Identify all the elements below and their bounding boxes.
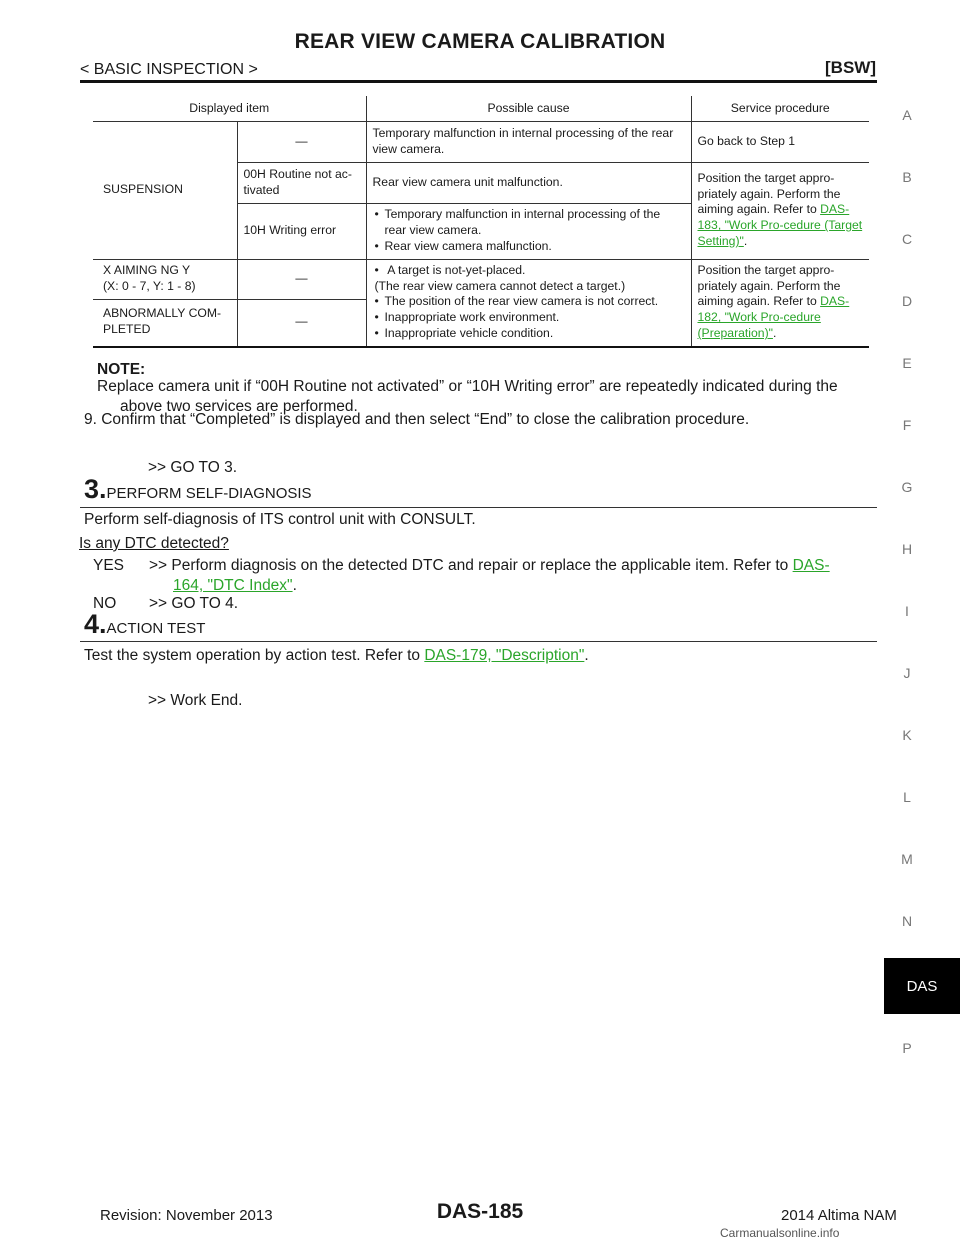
table-row: 00H Routine not ac-tivated Rear view cam… [93, 162, 869, 260]
table-cell-procedure: Go back to Step 1 [690, 121, 869, 163]
side-index-letter[interactable]: C [901, 231, 913, 247]
step-4-period: . [584, 647, 589, 664]
cause-bullet: Temporary malfunction in internal proces… [373, 207, 685, 239]
page-number: DAS-185 [436, 1200, 524, 1223]
goto-step-3: >> GO TO 3. [148, 459, 238, 476]
step-4-text: Test the system operation by action test… [84, 646, 589, 666]
procedure-text: Position the target appro-priately again… [697, 262, 841, 309]
item-text: (X: 0 - 7, Y: 1 - 8) [103, 278, 196, 293]
step-rule [80, 641, 877, 642]
table-cell-cause: Rear view camera unit malfunction. [365, 162, 691, 204]
answer-no: NO >> GO TO 4. [93, 594, 238, 614]
procedure-text: Position the target appro-priately again… [697, 170, 841, 217]
note-text: Replace camera unit if “00H Routine not … [97, 377, 882, 417]
step-title: PERFORM SELF-DIAGNOSIS [106, 485, 312, 502]
side-index-letter[interactable]: I [905, 603, 909, 619]
answer-text: >> GO TO 4. [149, 595, 239, 612]
link-dtc-index[interactable]: DAS- [792, 557, 830, 574]
revision-date: Revision: November 2013 [100, 1207, 273, 1224]
work-end: >> Work End. [148, 692, 243, 709]
step-9-text: 9. Confirm that “Completed” is displayed… [84, 411, 750, 428]
note-line: above two services are performed. [120, 398, 358, 416]
item-text: X AIMING NG Y [103, 262, 191, 277]
side-index-letter[interactable]: P [902, 1040, 912, 1056]
table-cell-item: ABNORMALLY COM- PLETED [93, 298, 237, 349]
header-rule [80, 80, 877, 83]
link-description[interactable]: DAS-179, "Description" [424, 647, 585, 664]
step-number: 3. [84, 474, 107, 504]
table-cell-item: X AIMING NG Y (X: 0 - 7, Y: 1 - 8) [93, 259, 237, 299]
side-index-letter[interactable]: A [902, 107, 912, 123]
step-4-sentence: Test the system operation by action test… [84, 647, 420, 664]
watermark: Carmanualsonline.info [720, 1226, 840, 1240]
step-number: 4. [84, 609, 107, 639]
side-index-letter[interactable]: M [901, 851, 913, 867]
link-preparation[interactable]: DAS-182, "Work Pro-cedure (Preparation)" [697, 294, 850, 341]
table-cell-cause: Temporary malfunction in internal proces… [365, 203, 691, 260]
step-3-text: Perform self-diagnosis of ITS control un… [84, 511, 476, 528]
table-header-row: Displayed item Possible cause Service pr… [93, 96, 869, 122]
table-cell-procedure: Position the target appro-priately again… [690, 162, 869, 260]
cause-bullet: The position of the rear view camera is … [373, 294, 685, 310]
cause-bullet: Inappropriate vehicle condition. [373, 326, 685, 342]
cause-subtext: (The rear view camera cannot detect a ta… [374, 278, 626, 293]
cause-bullet: Inappropriate work environment. [373, 310, 685, 326]
table-row: X AIMING NG Y (X: 0 - 7, Y: 1 - 8) — A t… [93, 259, 869, 349]
step-title: ACTION TEST [106, 620, 206, 637]
step-4-heading: 4.ACTION TEST [84, 609, 205, 640]
column-header: Service procedure [690, 96, 869, 122]
table-row: 10H Writing error Temporary malfunction … [93, 203, 869, 260]
table-cell-procedure: Position the target appro-priately again… [690, 259, 869, 349]
page-title: REAR VIEW CAMERA CALIBRATION [294, 30, 666, 53]
table-cell-code: — [236, 298, 366, 349]
table-cell-cause: Temporary malfunction in internal proces… [365, 121, 691, 163]
side-index-letter[interactable]: F [902, 417, 912, 433]
cause-bullet: Rear view camera malfunction. [373, 239, 685, 255]
link-target-setting[interactable]: DAS-183, "Work Pro-cedure (Target Settin… [697, 202, 863, 249]
step-3-heading: 3.PERFORM SELF-DIAGNOSIS [84, 474, 312, 505]
side-index-letter[interactable]: G [901, 479, 913, 495]
answer-text: >> Perform diagnosis on the detected DTC… [149, 557, 789, 574]
side-index-active-tab[interactable]: DAS [884, 958, 960, 1014]
side-index-letter[interactable]: D [901, 293, 913, 309]
link-dtc-index[interactable]: 164, "DTC Index" [173, 577, 293, 595]
procedure-period: . [743, 234, 748, 249]
table-cell-code: 10H Writing error [236, 203, 366, 260]
step-3-question: Is any DTC detected? [79, 535, 229, 552]
vehicle-model: 2014 Altima NAM [781, 1207, 897, 1224]
answer-label: YES [93, 557, 125, 574]
table-cell-code: 00H Routine not ac-tivated [236, 162, 366, 204]
side-index-letter[interactable]: H [901, 541, 913, 557]
answer-period: . [292, 577, 297, 595]
table-row: ABNORMALLY COM- PLETED — [93, 298, 869, 349]
column-header: Displayed item [93, 96, 366, 122]
table-row: SUSPENSION — Temporary malfunction in in… [93, 121, 869, 260]
answer-yes: YES >> Perform diagnosis on the detected … [93, 556, 883, 596]
table-cell-cause: A target is not-yet-placed. (The rear vi… [365, 259, 691, 349]
note-line: Replace camera unit if “00H Routine not … [97, 378, 838, 395]
section-label: < BASIC INSPECTION > [80, 61, 258, 78]
table-cell-item: SUSPENSION [93, 121, 237, 260]
side-index-letter[interactable]: K [902, 727, 912, 743]
note-label: NOTE: [97, 361, 146, 378]
side-index-letter[interactable]: E [902, 355, 912, 371]
column-header: Possible cause [365, 96, 691, 122]
side-index-letter[interactable]: B [902, 169, 912, 185]
side-index-letter[interactable]: J [903, 665, 911, 681]
calibration-result-table: Displayed item Possible cause Service pr… [93, 96, 869, 349]
table-cell-code: — [236, 259, 366, 300]
item-text: ABNORMALLY COM- [103, 306, 222, 321]
system-code: [BSW] [825, 58, 876, 77]
cause-text: A target is not-yet-placed. [387, 262, 526, 277]
item-text: PLETED [103, 322, 151, 337]
answer-label: NO [93, 595, 117, 612]
side-index-letter[interactable]: L [903, 789, 911, 805]
cause-bullet: A target is not-yet-placed. (The rear vi… [373, 263, 685, 295]
side-index-letter[interactable]: N [901, 913, 913, 929]
table-cell-code: — [236, 121, 366, 163]
step-rule [80, 507, 877, 508]
procedure-period: . [772, 326, 777, 341]
